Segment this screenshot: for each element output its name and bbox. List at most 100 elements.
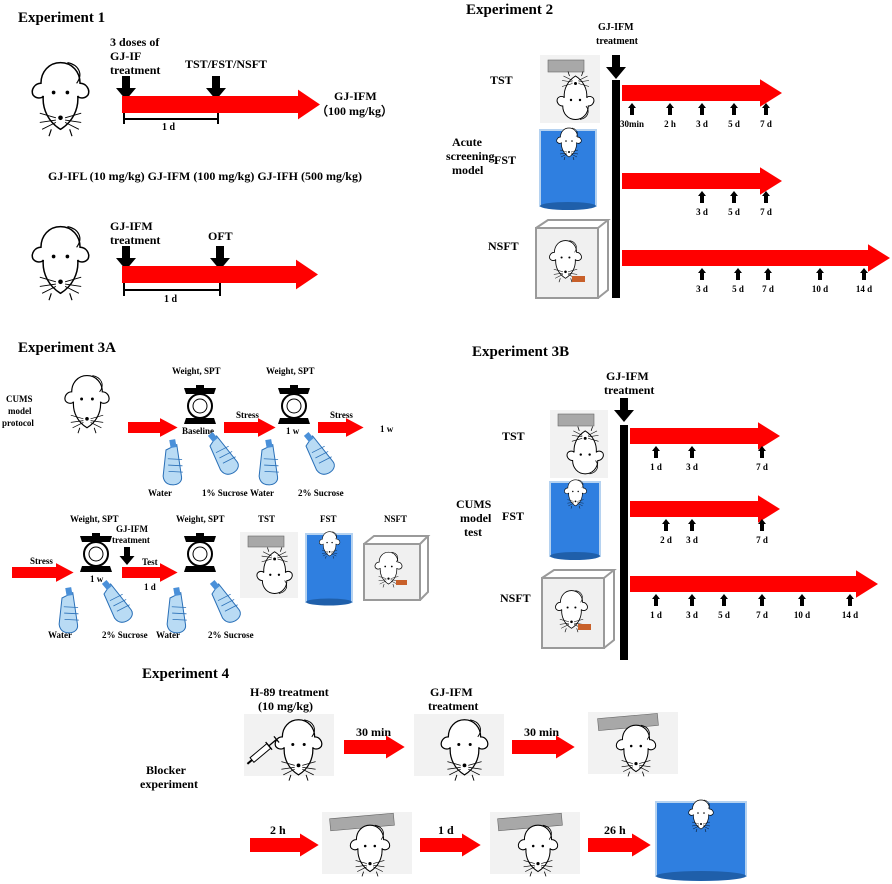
exp3b-nsft-tick-label: 14 d [842, 610, 858, 620]
tail-suspension-icon [322, 812, 412, 877]
exp3a-water-4: Water [156, 630, 180, 640]
exp3b-tst-tick-mark [688, 446, 696, 458]
exp3a-stress-2: Stress [330, 410, 353, 420]
exp1-treat-line2: treatment [110, 233, 160, 247]
exp4-blocker-line2: experiment [140, 777, 198, 791]
exp2-nsft-tick-label: 10 d [812, 284, 828, 294]
exp2-tst-tick-label: 30min [620, 119, 644, 129]
exp2-nsft-tick-mark [734, 268, 742, 280]
exp1-dose-line1: 3 doses of [110, 35, 160, 49]
exp3a-nsft: NSFT [384, 514, 407, 524]
exp4-gj-line1: GJ-IFM [430, 685, 473, 699]
exp4-arrow5 [588, 838, 634, 852]
exp4-2h: 2 h [270, 823, 286, 837]
exp3b-nsft-tick-mark [758, 594, 766, 606]
tail-suspension-icon [490, 812, 580, 877]
exp3b-nsft-tick-mark [846, 594, 854, 606]
water-bottle-icon [161, 585, 196, 636]
exp3a-protocol-line3: protocol [2, 418, 34, 428]
exp3a-water-3: Water [48, 630, 72, 640]
tail-suspension-icon [588, 712, 678, 777]
exp3b-vertical-bar [620, 425, 628, 660]
scale-icon [79, 532, 113, 573]
tail-suspension-icon [240, 532, 298, 598]
exp3a-test: Test [142, 557, 158, 567]
exp3a-treat-line1: GJ-IFM [116, 524, 148, 534]
exp3b-model-line3: test [464, 525, 482, 539]
exp4-h89-line1: H-89 treatment [250, 685, 329, 699]
exp2-tst-tick-label: 2 h [664, 119, 676, 129]
exp1-treat-line1: GJ-IFM [110, 219, 153, 233]
exp2-fst-timeline [622, 167, 782, 195]
exp2-title: Experiment 2 [466, 2, 553, 18]
exp3b-treat-line2: treatment [604, 383, 654, 397]
exp3a-1w-b: 1 w [380, 424, 394, 434]
exp1-interval2: 1 d [164, 294, 178, 305]
water-bottle-icon [206, 427, 241, 478]
forced-swim-icon [655, 799, 747, 881]
exp2-treat-line2: treatment [596, 36, 639, 47]
exp1-interval-bracket [123, 113, 219, 124]
water-bottle-icon [253, 437, 288, 488]
exp3b-nsft-tick-label: 10 d [794, 610, 810, 620]
exp3b-tst-tick-mark [652, 446, 660, 458]
novelty-feeding-box-icon [535, 219, 611, 299]
exp2-tst-timeline [622, 79, 782, 107]
exp1-timeline2-bar [122, 266, 298, 283]
exp2-nsft-tick-mark [698, 268, 706, 280]
exp3a-sucrose-1: 1% Sucrose [202, 488, 248, 498]
exp3a-arrow2 [224, 422, 260, 433]
tail-suspension-icon [540, 55, 600, 123]
exp3b-tst-tick-label: 7 d [756, 462, 768, 472]
exp1-interval: 1 d [162, 122, 176, 133]
exp1-dose-line2: GJ-IF [110, 49, 141, 63]
exp1-end-line1: GJ-IFM [334, 89, 377, 103]
exp2-nsft-timeline [622, 244, 890, 272]
exp3a-sucrose-3: 2% Sucrose [102, 630, 148, 640]
exp3b-title: Experiment 3B [472, 344, 569, 360]
exp4-arrow1 [344, 740, 388, 754]
exp3b-nsft-tick-mark [652, 594, 660, 606]
exp2-tst-tick-mark [762, 103, 770, 115]
exp1-oft: OFT [208, 229, 233, 243]
novelty-feeding-box-icon [363, 535, 431, 601]
water-bottle-icon [302, 427, 337, 478]
exp4-arrow2 [512, 740, 558, 754]
exp2-nsft-tick-label: 3 d [696, 284, 708, 294]
exp3b-nsft-timeline [630, 570, 878, 598]
exp3a-baseline: Baseline [182, 426, 214, 436]
exp3a-weight-spt-1: Weight, SPT [172, 366, 221, 376]
exp3b-fst-tick-label: 2 d [660, 535, 672, 545]
exp3b-fst-tick-mark [662, 519, 670, 531]
exp3a-arrow4 [12, 567, 58, 578]
mouse-icon [31, 61, 90, 137]
exp2-tst-tick-label: 3 d [696, 119, 708, 129]
exp4-h89-line2: (10 mg/kg) [258, 699, 313, 713]
mouse-icon [414, 714, 504, 782]
exp2-fst-tick-label: 5 d [728, 207, 740, 217]
exp4-26h: 26 h [604, 823, 626, 837]
exp4-30min-b: 30 min [524, 725, 559, 739]
exp1-tests: TST/FST/NSFT [185, 57, 267, 71]
exp3b-fst-tick-label: 3 d [686, 535, 698, 545]
exp3a-water-1: Water [148, 488, 172, 498]
exp2-vertical-bar [612, 80, 620, 298]
water-bottle-icon [157, 437, 192, 488]
exp3a-1w-a: 1 w [286, 426, 300, 436]
exp3b-nsft-tick-mark [720, 594, 728, 606]
exp4-arrow3 [250, 838, 302, 852]
forced-swim-icon [305, 531, 353, 606]
exp2-tst-tick-mark [698, 103, 706, 115]
exp3a-stress-3: Stress [30, 556, 53, 566]
exp3a-sucrose-2: 2% Sucrose [298, 488, 344, 498]
exp2-model-line3: model [452, 163, 484, 177]
exp3b-fst-timeline [630, 495, 780, 523]
exp4-30min-a: 30 min [356, 725, 391, 739]
exp2-tst-tick-label: 5 d [728, 119, 740, 129]
exp2-tst-tick-label: 7 d [760, 119, 772, 129]
exp3b-treatment-arrow [614, 398, 634, 422]
exp3b-nsft-tick-mark [798, 594, 806, 606]
exp2-tst-tick-mark [730, 103, 738, 115]
exp3a-treat-line2: treatment [112, 535, 150, 545]
